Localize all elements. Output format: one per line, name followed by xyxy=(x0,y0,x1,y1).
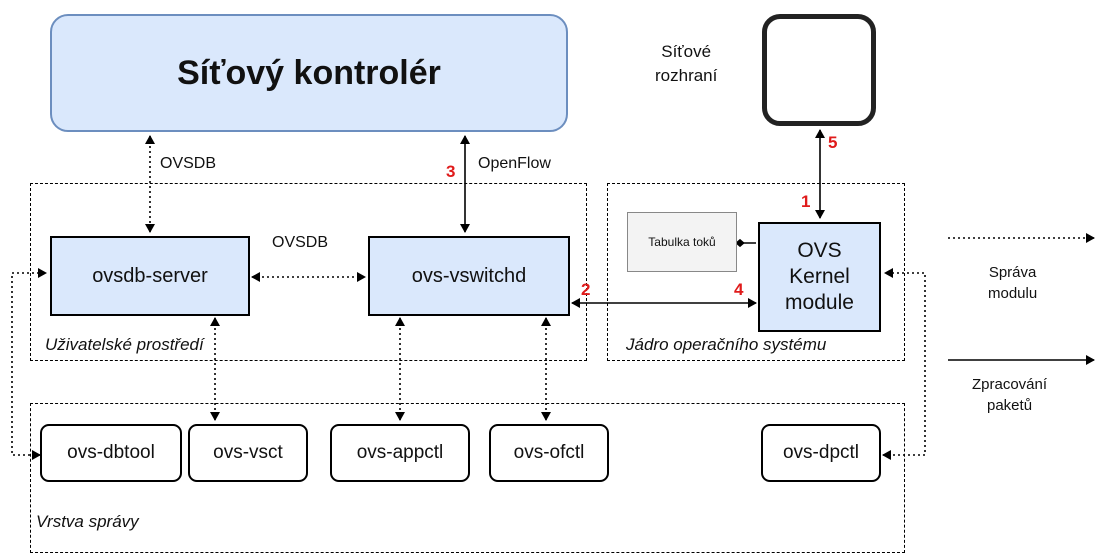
ovs-vswitchd-box: ovs-vswitchd xyxy=(368,236,570,316)
network-interface-label: Síťové rozhraní xyxy=(655,42,718,85)
tool-ovs-ofctl: ovs-ofctl xyxy=(489,424,609,482)
tool-ovs-vsct: ovs-vsct xyxy=(188,424,308,482)
controller-title: Síťový kontrolér xyxy=(177,53,441,92)
dbtool-link xyxy=(11,268,47,460)
legend-management: Správa modulu xyxy=(988,264,1038,302)
user-space-region xyxy=(30,183,587,361)
kernel-module-box: OVS Kernel module xyxy=(758,222,881,332)
tool-ovs-dbtool: ovs-dbtool xyxy=(40,424,182,482)
kernel-label: Jádro operačního systému xyxy=(626,335,827,354)
kernel-region xyxy=(607,183,905,361)
legend-processing: Zpracování paketů xyxy=(972,376,1048,414)
step-1: 1 xyxy=(801,192,811,211)
network-controller: Síťový kontrolér xyxy=(50,14,568,132)
step-2: 2 xyxy=(581,280,591,299)
tool-ovs-appctl: ovs-appctl xyxy=(330,424,470,482)
tool-ovs-dpctl: ovs-dpctl xyxy=(761,424,881,482)
ovsdb-server-box: ovsdb-server xyxy=(50,236,250,316)
flow-table-box: Tabulka toků xyxy=(627,212,737,272)
management-label: Vrstva správy xyxy=(36,512,139,531)
ovsdb-mid-label: OVSDB xyxy=(272,234,329,251)
ovs-architecture-diagram: Síťový kontrolér Síťové rozhraní Uživate… xyxy=(11,14,1095,553)
ovsdb-top-label: OVSDB xyxy=(160,155,217,172)
step-5: 5 xyxy=(828,133,838,152)
user-space-label: Uživatelské prostředí xyxy=(45,335,204,354)
step-3: 3 xyxy=(446,162,456,181)
network-interface xyxy=(762,14,876,126)
openflow-label: OpenFlow xyxy=(478,155,551,172)
step-4: 4 xyxy=(734,280,744,299)
